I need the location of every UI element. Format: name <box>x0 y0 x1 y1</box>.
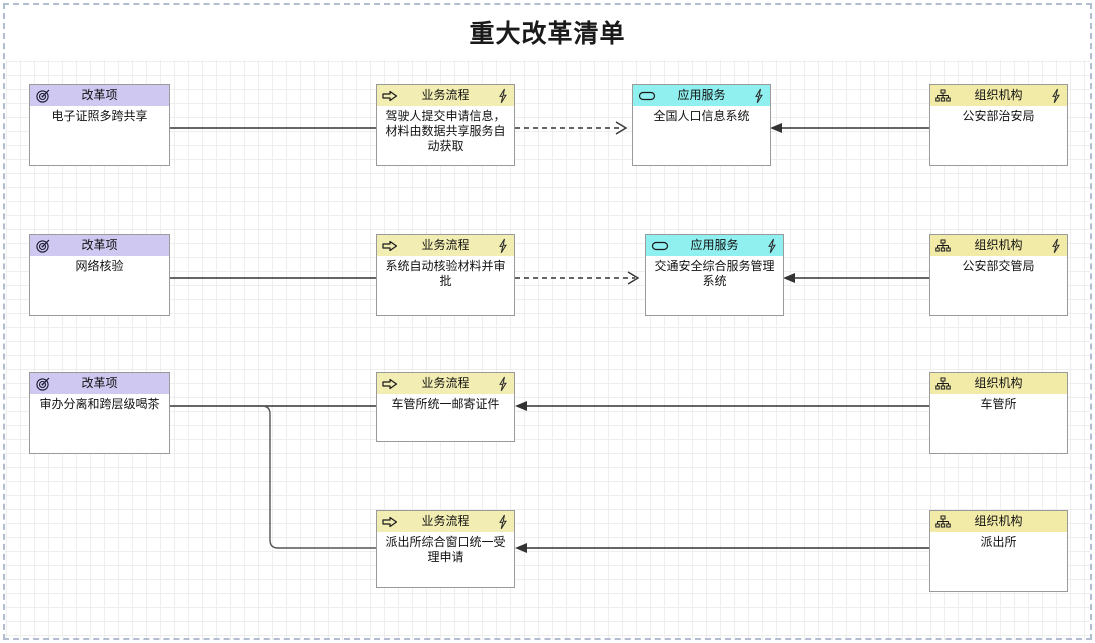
node-type-label: 组织机构 <box>974 376 1023 390</box>
node-service-row-2[interactable]: 应用服务 交通安全综合服务管理系统 <box>645 234 784 316</box>
node-body-text: 系统自动核验材料并审批 <box>385 259 506 288</box>
arrow-right-icon <box>382 514 398 530</box>
node-header: 业务流程 <box>377 235 514 256</box>
node-type-label: 组织机构 <box>974 514 1023 528</box>
node-type-label: 业务流程 <box>421 88 470 102</box>
node-type-label: 应用服务 <box>677 88 726 102</box>
target-icon <box>35 238 51 254</box>
node-header: 组织机构 <box>930 235 1067 256</box>
node-type-label: 组织机构 <box>974 238 1023 252</box>
node-reform-row-1[interactable]: 改革项 电子证照多跨共享 <box>29 84 170 166</box>
node-header: 应用服务 <box>646 235 783 256</box>
node-body-text: 公安部治安局 <box>962 109 1035 123</box>
lightning-bolt-icon <box>1050 238 1062 254</box>
node-header: 应用服务 <box>633 85 770 106</box>
node-process-row-3[interactable]: 业务流程 车管所统一邮寄证件 <box>376 372 515 442</box>
node-org-row-3[interactable]: 组织机构 车管所 <box>929 372 1068 454</box>
arrow-right-icon <box>382 376 398 392</box>
lightning-bolt-icon <box>766 238 778 254</box>
node-header: 业务流程 <box>377 85 514 106</box>
org-chart-icon <box>935 88 951 104</box>
lightning-bolt-icon <box>753 88 765 104</box>
lightning-bolt-icon <box>497 514 509 530</box>
node-org-row-2[interactable]: 组织机构 公安部交管局 <box>929 234 1068 316</box>
node-type-label: 改革项 <box>81 376 118 390</box>
lightning-bolt-icon <box>497 88 509 104</box>
node-type-label: 业务流程 <box>421 238 470 252</box>
node-process-row-4[interactable]: 业务流程 派出所综合窗口统一受理申请 <box>376 510 515 588</box>
node-org-row-4[interactable]: 组织机构 派出所 <box>929 510 1068 592</box>
rounded-rect-icon <box>638 88 656 104</box>
node-body-text: 驾驶人提交申请信息，材料由数据共享服务自动获取 <box>385 109 506 153</box>
node-body-text: 车管所统一邮寄证件 <box>391 397 500 411</box>
node-header: 改革项 <box>30 235 169 256</box>
node-body-text: 车管所 <box>980 397 1017 411</box>
node-type-label: 改革项 <box>81 238 118 252</box>
node-process-row-1[interactable]: 业务流程 驾驶人提交申请信息，材料由数据共享服务自动获取 <box>376 84 515 166</box>
node-header: 组织机构 <box>930 373 1067 394</box>
node-type-label: 业务流程 <box>421 514 470 528</box>
node-reform-row-3[interactable]: 改革项 审办分离和跨层级喝茶 <box>29 372 170 454</box>
node-body-text: 电子证照多跨共享 <box>51 109 148 123</box>
lightning-bolt-icon <box>497 376 509 392</box>
rounded-rect-icon <box>651 238 669 254</box>
node-body-text: 全国人口信息系统 <box>653 109 750 123</box>
target-icon <box>35 376 51 392</box>
org-chart-icon <box>935 514 951 530</box>
lightning-bolt-icon <box>497 238 509 254</box>
arrow-right-icon <box>382 88 398 104</box>
node-org-row-1[interactable]: 组织机构 公安部治安局 <box>929 84 1068 166</box>
node-type-label: 组织机构 <box>974 88 1023 102</box>
node-reform-row-2[interactable]: 改革项 网络核验 <box>29 234 170 316</box>
node-type-label: 应用服务 <box>690 238 739 252</box>
org-chart-icon <box>935 376 951 392</box>
node-header: 组织机构 <box>930 85 1067 106</box>
node-header: 改革项 <box>30 373 169 394</box>
node-body-text: 审办分离和跨层级喝茶 <box>39 397 160 411</box>
arrow-right-icon <box>382 238 398 254</box>
node-body-text: 交通安全综合服务管理系统 <box>654 259 775 288</box>
page-title: 重大改革清单 <box>469 19 626 48</box>
lightning-bolt-icon <box>1050 88 1062 104</box>
node-body-text: 网络核验 <box>75 259 124 273</box>
node-header: 组织机构 <box>930 511 1067 532</box>
node-header: 业务流程 <box>377 511 514 532</box>
node-process-row-2[interactable]: 业务流程 系统自动核验材料并审批 <box>376 234 515 316</box>
node-body-text: 派出所 <box>980 535 1017 549</box>
target-icon <box>35 88 51 104</box>
org-chart-icon <box>935 238 951 254</box>
node-body-text: 派出所综合窗口统一受理申请 <box>385 535 506 564</box>
node-body-text: 公安部交管局 <box>962 259 1035 273</box>
node-service-row-1[interactable]: 应用服务 全国人口信息系统 <box>632 84 771 166</box>
node-type-label: 业务流程 <box>421 376 470 390</box>
node-header: 改革项 <box>30 85 169 106</box>
node-type-label: 改革项 <box>81 88 118 102</box>
node-header: 业务流程 <box>377 373 514 394</box>
